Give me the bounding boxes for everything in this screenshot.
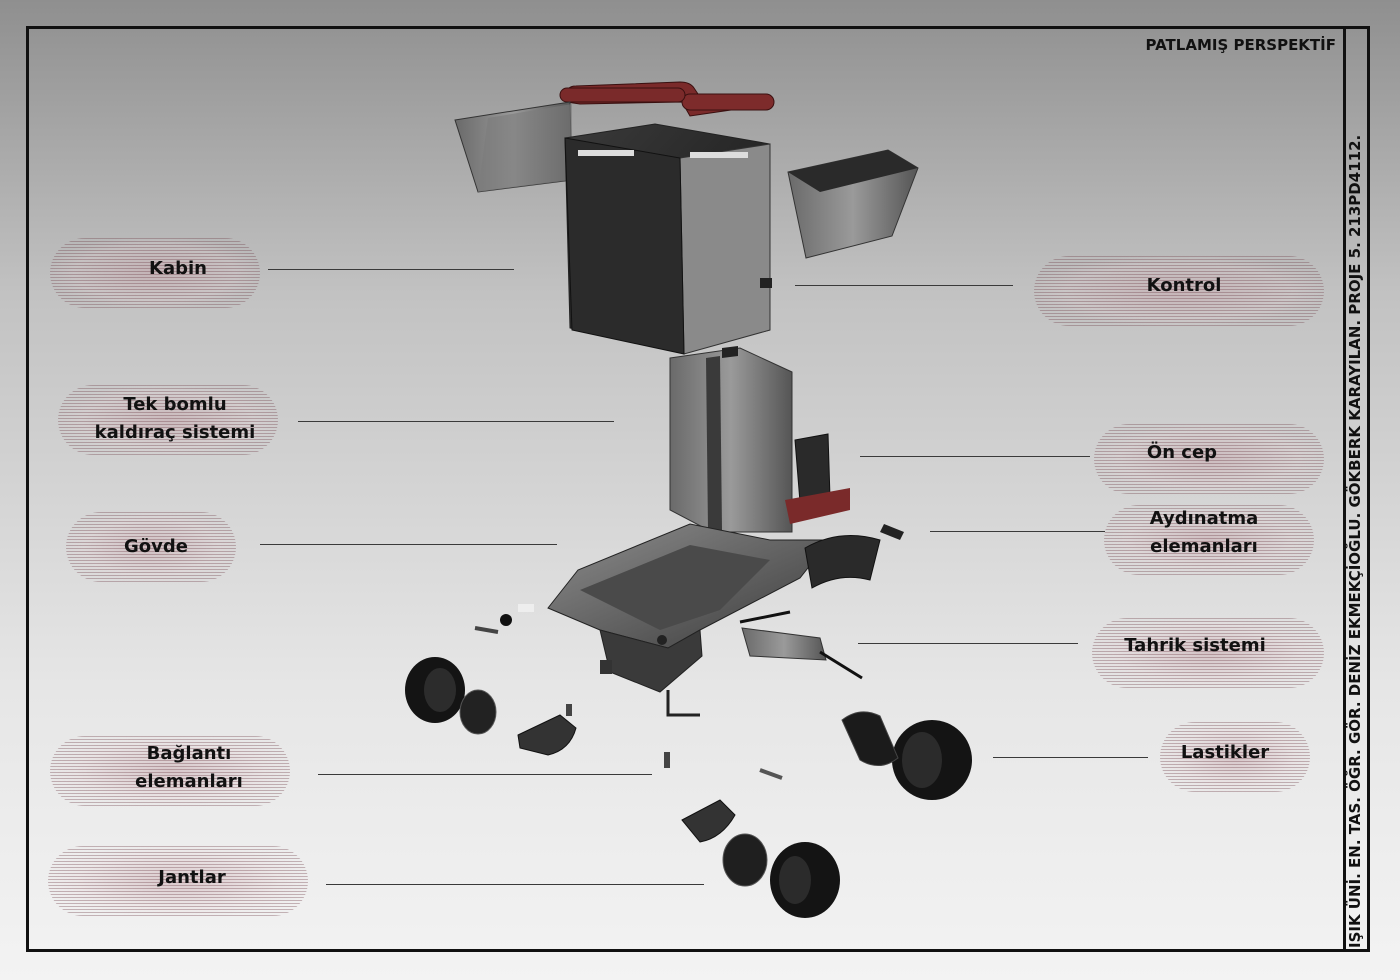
leader-line	[268, 269, 514, 270]
label-line: kaldıraç sistemi	[94, 422, 256, 443]
label-govde: Gövde	[124, 536, 188, 557]
label-background	[1034, 256, 1324, 326]
label-line: elemanları	[1150, 536, 1258, 557]
leader-line	[795, 285, 1013, 286]
leader-line	[326, 884, 704, 885]
lift-boom	[669, 347, 793, 533]
light-shell	[804, 535, 881, 589]
leader-line	[298, 421, 614, 422]
side-divider	[1343, 26, 1346, 952]
connector-pin	[474, 626, 499, 634]
label-line: elemanları	[135, 771, 243, 792]
label-background	[48, 846, 308, 916]
label-baglanti: Bağlantı elemanları	[104, 740, 274, 796]
leader-line	[930, 531, 1105, 532]
drive-shaft	[741, 627, 827, 661]
label-background	[1094, 424, 1324, 494]
cabin-left-panel	[564, 137, 685, 355]
rim-left	[459, 689, 497, 735]
label-background	[1104, 505, 1314, 575]
label-line: Bağlantı	[146, 743, 232, 764]
cabin-right-panel	[679, 143, 771, 355]
label-on-cep: Ön cep	[1146, 442, 1218, 463]
rim-bottom	[722, 833, 768, 887]
label-tahrik: Tahrik sistemi	[1124, 635, 1266, 656]
leader-line	[260, 544, 557, 545]
label-background	[50, 736, 290, 806]
label-background	[58, 385, 278, 455]
connector-nut	[500, 614, 512, 626]
label-tek-bomlu: Tek bomlu kaldıraç sistemi	[90, 391, 260, 447]
label-line: Aydınatma	[1149, 508, 1259, 529]
label-aydinatma: Aydınatma elemanları	[1114, 505, 1294, 561]
leader-line	[860, 456, 1090, 457]
handle-grip	[559, 87, 686, 103]
drawing-frame	[26, 26, 1370, 952]
label-background	[66, 512, 236, 582]
label-kabin: Kabin	[149, 258, 207, 279]
leader-line	[858, 643, 1078, 644]
label-kontrol: Kontrol	[1146, 275, 1222, 296]
label-jantlar: Jantlar	[158, 867, 226, 888]
rim-right	[841, 711, 899, 766]
leader-line	[993, 757, 1148, 758]
handle-grip	[681, 93, 775, 111]
label-background	[1092, 618, 1324, 688]
bracket	[517, 714, 577, 756]
front-pocket	[794, 433, 831, 503]
label-background	[50, 238, 260, 308]
label-background	[1160, 722, 1310, 792]
label-line: Tek bomlu	[123, 394, 227, 415]
label-lastikler: Lastikler	[1180, 742, 1270, 763]
leader-line	[318, 774, 652, 775]
sheet-title: PATLAMIŞ PERSPEKTİF	[1145, 36, 1336, 54]
